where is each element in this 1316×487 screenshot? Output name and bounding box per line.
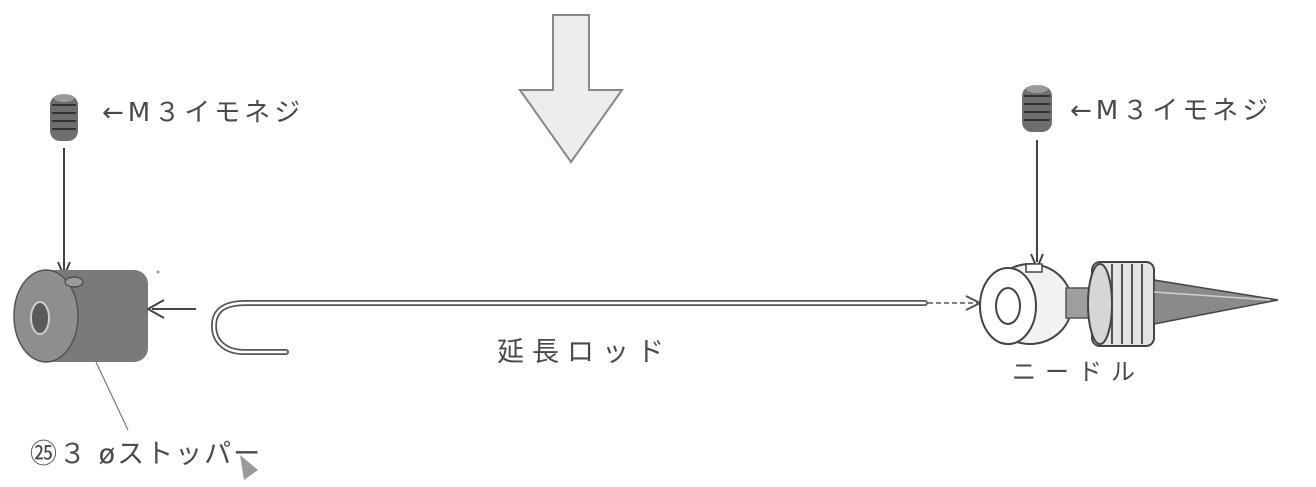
screw-right-label: ←M３イモネジ — [1070, 96, 1273, 126]
extension-rod-icon — [210, 300, 928, 355]
needle-label: ニードル — [1012, 358, 1144, 386]
rod-to-stopper-arrow — [145, 299, 196, 319]
rod-to-needle-arrow — [928, 295, 983, 311]
speck-mark — [156, 270, 160, 274]
needle-icon — [979, 261, 1279, 347]
stray-mark — [240, 455, 258, 480]
extension-rod-label: 延長ロッド — [497, 337, 672, 368]
stopper-label: ㉕３ øストッパー — [30, 439, 263, 470]
stopper-leader-line — [95, 361, 129, 431]
down-arrow-icon — [518, 14, 624, 164]
screw-right-insert-arrow — [1030, 140, 1044, 271]
set-screw-right-icon — [1022, 85, 1052, 132]
stopper-collar-icon — [13, 269, 148, 363]
screw-left-label: ←M３イモネジ — [102, 98, 305, 128]
set-screw-left-icon — [50, 94, 78, 141]
screw-left-insert-arrow — [57, 148, 71, 279]
